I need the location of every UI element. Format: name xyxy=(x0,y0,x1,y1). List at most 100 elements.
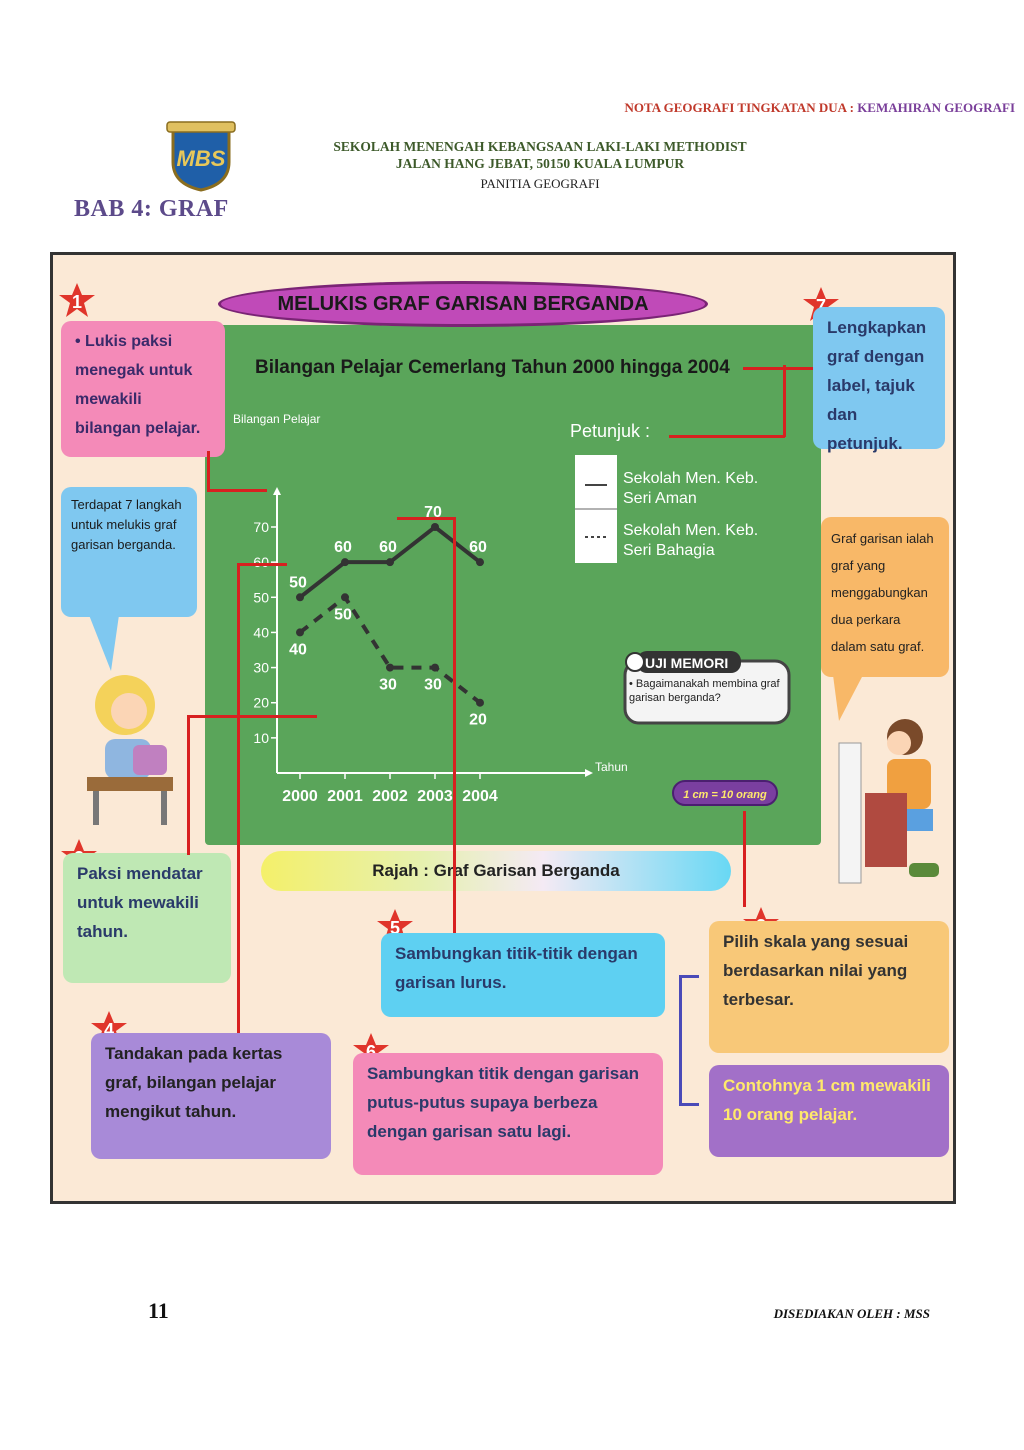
poster-title: MELUKIS GRAF GARISAN BERGANDA xyxy=(218,281,708,327)
x-axis-label: Tahun xyxy=(595,760,628,774)
definition-text: Graf garisan ialah graf yang menggabungk… xyxy=(831,531,934,654)
student-girl-illustration xyxy=(87,675,173,825)
series-1-point xyxy=(431,523,439,531)
intro-bubble-tail xyxy=(89,615,119,671)
series-2-data-label: 20 xyxy=(469,712,487,729)
step-1-box: • Lukis paksi menegak untuk mewakili bil… xyxy=(61,321,225,457)
connector-5 xyxy=(453,517,456,933)
connector-3-example-top xyxy=(679,975,699,978)
scale-label: 1 cm = 10 orang xyxy=(683,789,767,801)
series-2-point xyxy=(386,663,394,672)
legend-series-1-line2: Seri Aman xyxy=(623,490,697,507)
panitia-label: PANITIA GEOGRAFI xyxy=(480,176,600,191)
connector-7 xyxy=(783,365,786,437)
connector-3-example-bottom xyxy=(679,1103,699,1106)
step-7-box: Lengkapkan graf dengan label, tajuk dan … xyxy=(813,307,945,453)
y-tick-label: 30 xyxy=(253,660,269,676)
school-name: SEKOLAH MENENGAH KEBANGSAAN LAKI-LAKI ME… xyxy=(230,138,850,172)
connector-5b xyxy=(397,517,455,520)
series-1-point xyxy=(386,558,394,567)
series-2-data-label: 30 xyxy=(379,677,397,694)
question-icon xyxy=(625,652,645,672)
step-4-box: Tandakan pada kertas graf, bilangan pela… xyxy=(91,1033,331,1159)
y-tick-label: 60 xyxy=(253,554,269,570)
x-tick-label: 2000 xyxy=(282,788,318,805)
logo-text: MBS xyxy=(177,146,226,171)
y-tick-label: 50 xyxy=(253,589,269,605)
y-tick-label: 40 xyxy=(253,624,269,640)
connector-3-example xyxy=(679,975,682,1105)
series-2-data-label: 40 xyxy=(289,641,307,658)
series-1-point xyxy=(341,558,349,567)
note-prefix: NOTA GEOGRAFI TINGKATAN DUA : xyxy=(624,100,858,115)
note-header: NOTA GEOGRAFI TINGKATAN DUA : KEMAHIRAN … xyxy=(400,100,1015,116)
legend-series-2-line2: Seri Bahagia xyxy=(623,542,715,559)
series-1-data-label: 50 xyxy=(289,574,307,591)
series-1-data-label: 60 xyxy=(469,539,487,556)
step-2-box: Paksi mendatar untuk mewakili tahun. xyxy=(63,853,231,983)
series-2-point xyxy=(296,628,304,637)
page-number: 11 xyxy=(148,1298,169,1323)
step-4-star: 4 xyxy=(89,1009,129,1049)
legend-series-1-line1: Sekolah Men. Keb. xyxy=(623,470,758,487)
x-axis-arrow xyxy=(585,769,593,777)
figure-caption: Rajah : Graf Garisan Berganda xyxy=(261,851,731,891)
student-boy-illustration xyxy=(838,719,939,884)
step-1-star: 1 xyxy=(57,281,97,321)
connector-4b xyxy=(237,563,287,566)
series-1-data-label: 60 xyxy=(379,539,397,556)
chalkboard: Bilangan Pelajar Cemerlang Tahun 2000 hi… xyxy=(205,325,821,845)
chapter-title: BAB 4: GRAF xyxy=(74,196,229,222)
series-2-line xyxy=(298,594,482,705)
connector-2 xyxy=(187,715,190,855)
x-tick-label: 2004 xyxy=(462,788,498,805)
connector-4 xyxy=(237,563,240,1033)
x-tick-label: 2002 xyxy=(372,788,408,805)
prepared-by: DISEDIAKAN OLEH : MSS xyxy=(773,1306,930,1321)
school-line-1: SEKOLAH MENENGAH KEBANGSAAN LAKI-LAKI ME… xyxy=(333,139,747,154)
step-5-box: Sambungkan titik-titik dengan garisan lu… xyxy=(381,933,665,1017)
connector-3 xyxy=(743,811,746,907)
connector-7c xyxy=(743,367,813,370)
example-box: Contohnya 1 cm mewakili 10 orang pelajar… xyxy=(709,1065,949,1157)
definition-bubble-tail xyxy=(833,675,863,721)
connector-1b xyxy=(207,489,267,492)
series-1-point xyxy=(296,593,304,602)
series-2-data-label: 50 xyxy=(334,606,352,623)
scale-pill xyxy=(672,780,778,806)
x-tick-label: 2003 xyxy=(417,788,453,805)
series-1-data-label: 60 xyxy=(334,539,352,556)
school-line-2: JALAN HANG JEBAT, 50150 KUALA LUMPUR xyxy=(395,156,685,171)
step-5-star: 5 xyxy=(375,907,415,947)
uji-question: • Bagaimanakah membina graf garisan berg… xyxy=(629,678,780,704)
chart-title: Bilangan Pelajar Cemerlang Tahun 2000 hi… xyxy=(255,357,730,378)
y-axis-arrow xyxy=(273,487,281,495)
step-6-star: 6 xyxy=(351,1031,391,1071)
uji-memori-panel: UJI MEMORI • Bagaimanakah membina graf g… xyxy=(623,651,791,725)
step-6-box: Sambungkan titik dengan garisan putus-pu… xyxy=(353,1053,663,1175)
intro-bubble: Terdapat 7 langkah untuk melukis graf ga… xyxy=(61,487,197,617)
connector-2b xyxy=(187,715,317,718)
poster: Bilangan Pelajar Cemerlang Tahun 2000 hi… xyxy=(50,252,956,1204)
note-topic: KEMAHIRAN GEOGRAFI xyxy=(857,100,1015,115)
y-tick-label: 10 xyxy=(253,730,269,746)
legend-series-2-line1: Sekolah Men. Keb. xyxy=(623,522,758,539)
series-1-data-label: 70 xyxy=(424,504,442,521)
figure-caption-text: Rajah : Graf Garisan Berganda xyxy=(372,861,620,880)
line-chart: Bilangan Pelajar Cemerlang Tahun 2000 hi… xyxy=(233,357,791,806)
school-logo: MBS xyxy=(163,118,239,192)
series-2-data-label: 30 xyxy=(424,677,442,694)
step-3-box: Pilih skala yang sesuai berdasarkan nila… xyxy=(709,921,949,1053)
connector-1 xyxy=(207,451,210,491)
step-7-star: 7 xyxy=(801,285,841,325)
series-2-point xyxy=(431,663,439,672)
series-2-point xyxy=(341,593,349,602)
x-tick-label: 2001 xyxy=(327,788,363,805)
y-axis-label: Bilangan Pelajar xyxy=(233,412,320,426)
legend-title: Petunjuk : xyxy=(570,421,650,441)
definition-bubble: Graf garisan ialah graf yang menggabungk… xyxy=(821,517,949,677)
intro-text: Terdapat 7 langkah untuk melukis graf ga… xyxy=(71,497,182,552)
connector-7b xyxy=(669,435,785,438)
uji-title: UJI MEMORI xyxy=(645,655,728,671)
series-1-point xyxy=(476,558,484,567)
